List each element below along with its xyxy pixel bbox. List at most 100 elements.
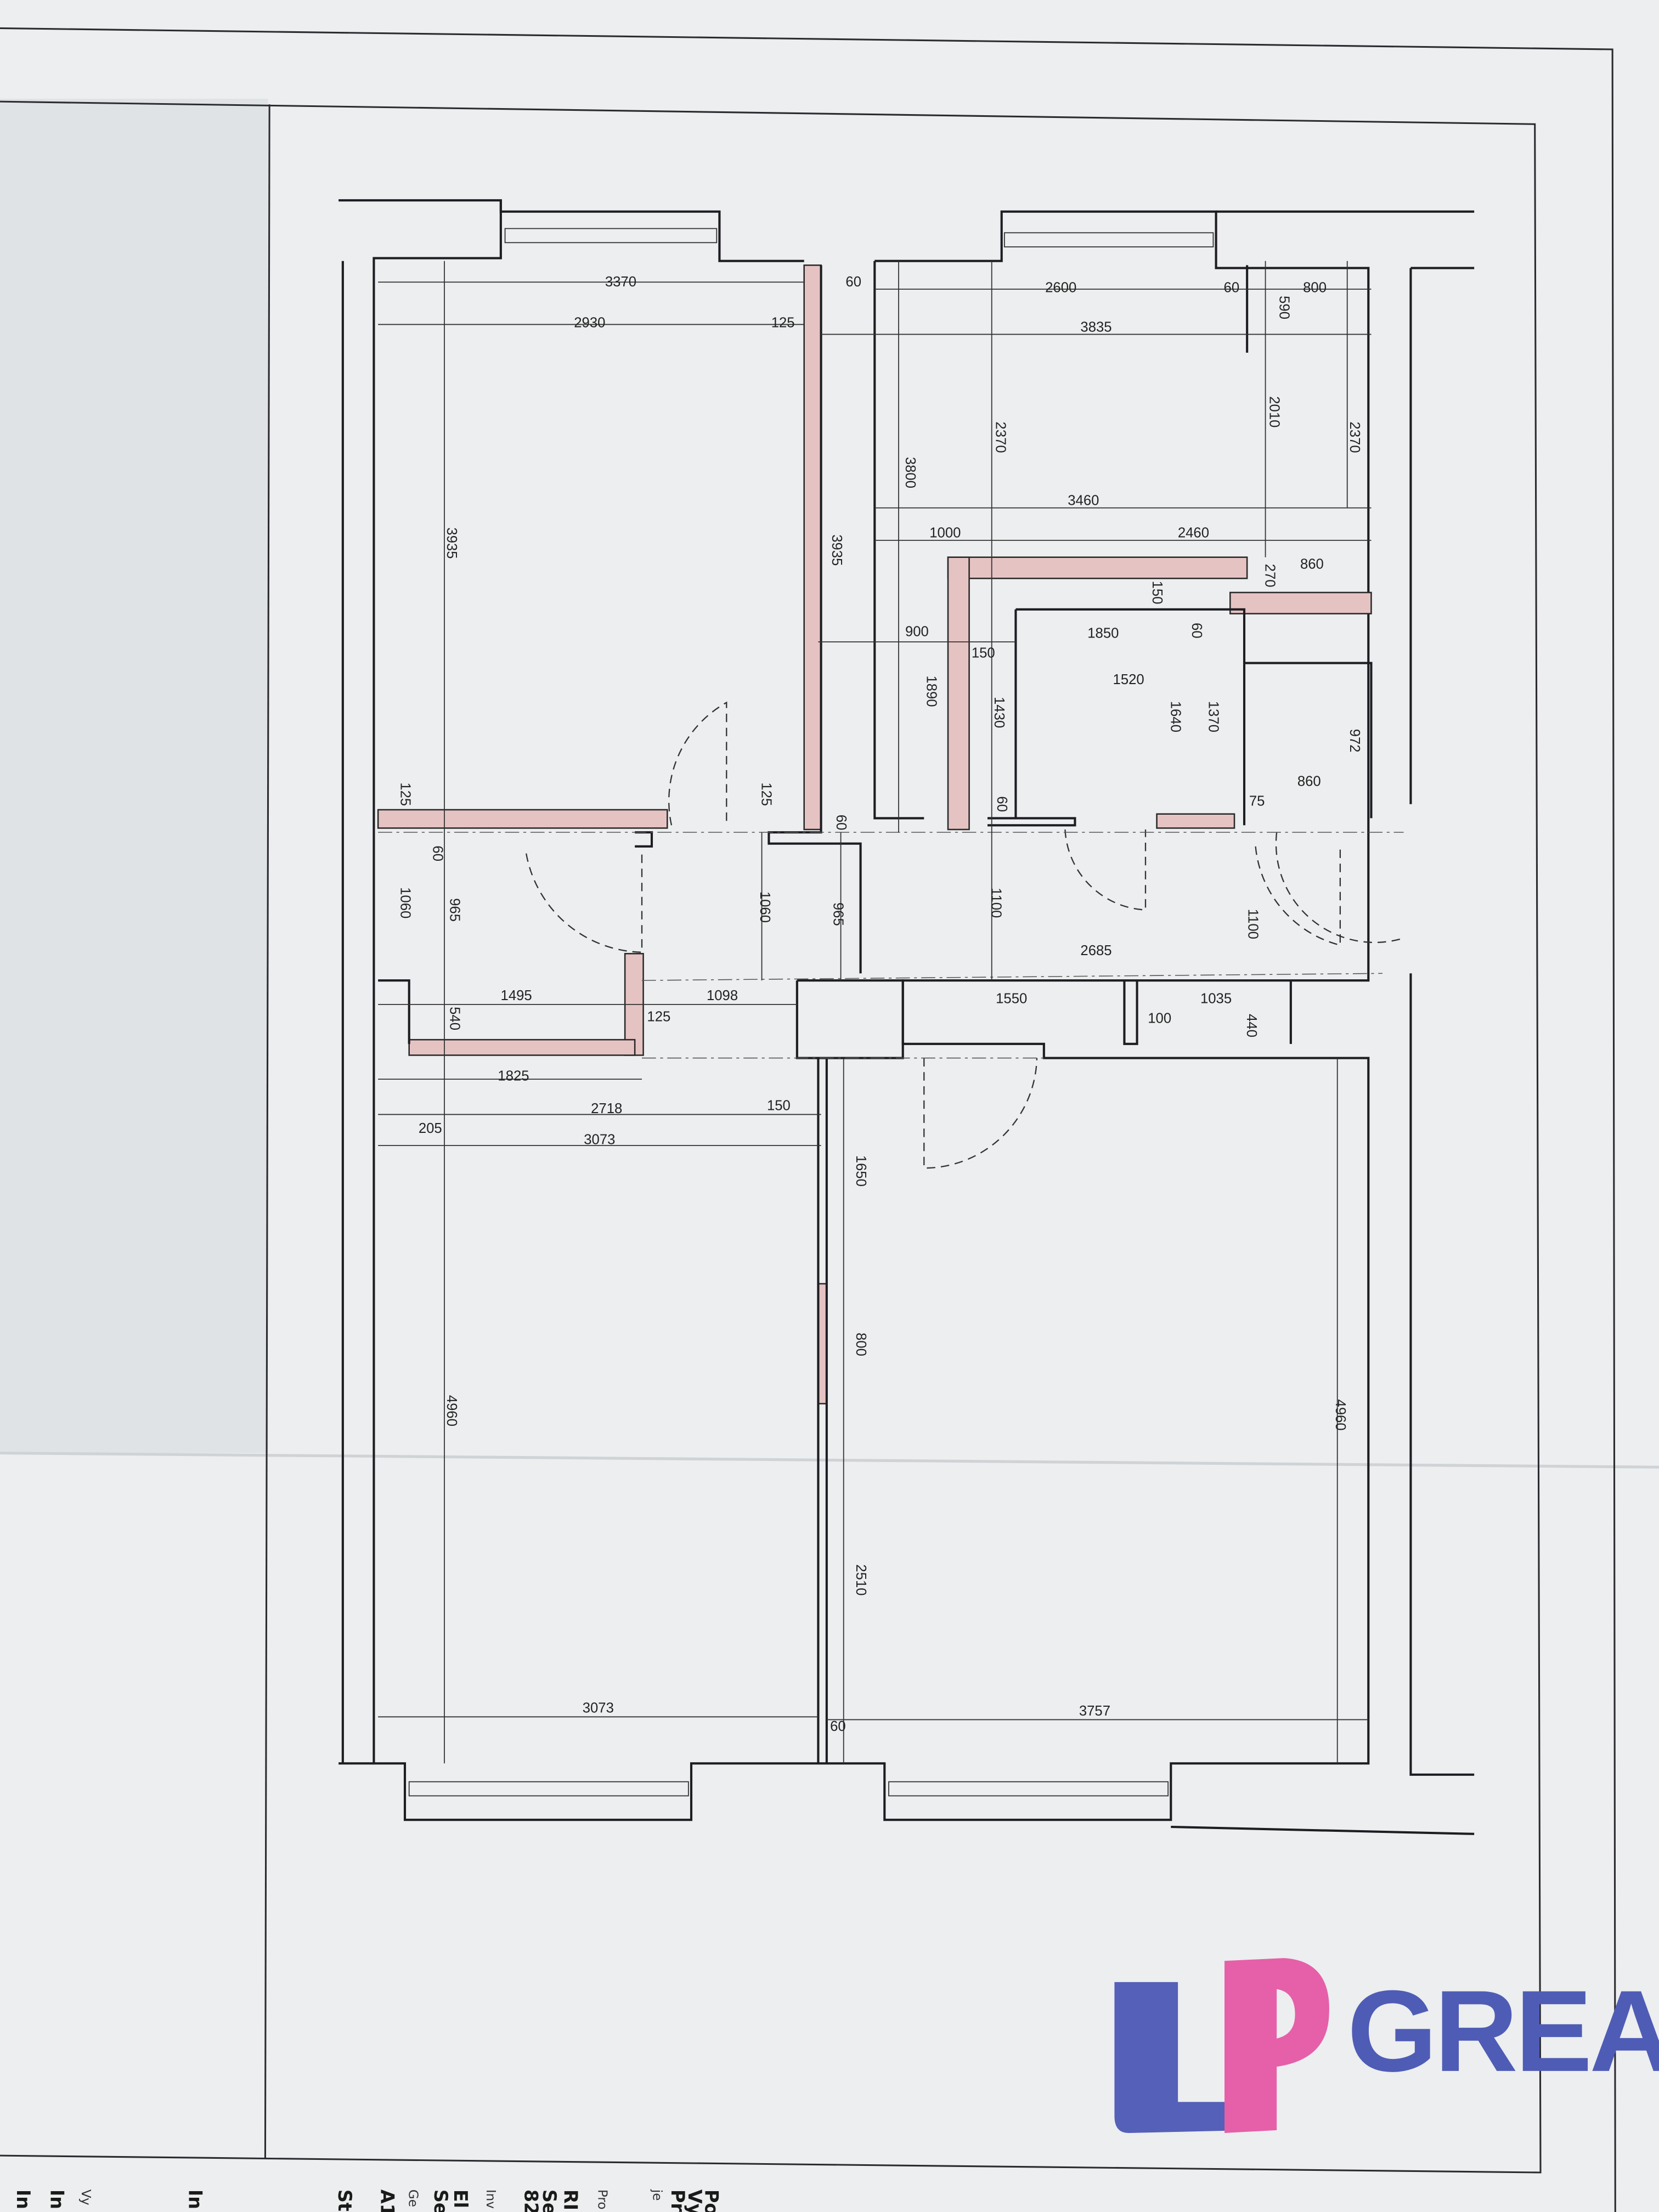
dimension-label: 590 (1276, 296, 1291, 319)
dimension-label: 1000 (929, 526, 961, 541)
dimension-label: 3370 (605, 274, 636, 290)
upgreat-logo: GREAT (1114, 1958, 1659, 2133)
dimension-label: 75 (1249, 793, 1265, 809)
title-block-text: In (185, 2190, 206, 2209)
dimension-label: 1550 (996, 991, 1027, 1006)
dimension-label: 1060 (757, 891, 772, 923)
title-block-text: Po (701, 2190, 723, 2212)
dimension-label: 60 (1224, 280, 1240, 295)
dimension-label: 60 (833, 815, 849, 831)
dimension-label: 1060 (397, 887, 413, 918)
windows (408, 228, 1214, 1797)
dimension-label: 3935 (444, 527, 459, 558)
dimension-label: 1100 (989, 888, 1004, 918)
dimension-label: 1640 (1167, 701, 1183, 732)
dimension-label: 1098 (707, 988, 738, 1003)
dimension-label: 3460 (1068, 493, 1099, 509)
interior-walls (378, 261, 1373, 1764)
dimension-label: 60 (845, 274, 861, 290)
dimension-label: 2718 (591, 1101, 622, 1116)
dimension-label: 125 (647, 1009, 670, 1025)
title-block-text: Pro (595, 2190, 609, 2210)
dimension-label: 2010 (1266, 396, 1282, 427)
title-block-text: je (650, 2189, 664, 2201)
dimension-label: 4960 (444, 1395, 459, 1426)
title-block-text: Ge (406, 2190, 420, 2207)
dimension-label: 60 (830, 1719, 846, 1734)
dimension-label: 2685 (1080, 943, 1111, 958)
paper-fold (0, 1452, 1659, 1469)
dimension-label: 125 (397, 782, 413, 806)
title-block-text: El (450, 2190, 471, 2208)
title-block-text: St (334, 2190, 356, 2211)
dimension-label: 860 (1300, 556, 1324, 572)
door-swings (526, 701, 1404, 1169)
dimension-label: 1850 (1087, 625, 1119, 641)
dimension-label: 1825 (498, 1069, 529, 1084)
title-block-fragments: Po Vy Pr je Pro RI Se 82 Inv El Se Ge A1… (13, 2189, 723, 2212)
dimension-label: 800 (853, 1333, 868, 1356)
dimension-label: 1650 (853, 1155, 868, 1187)
dimension-label: 125 (759, 782, 774, 806)
dimension-label: 965 (447, 898, 462, 922)
title-block-text: In (47, 2190, 68, 2209)
dimension-label: 150 (1149, 581, 1165, 605)
title-block-text: Inv (483, 2190, 498, 2209)
dimension-label: 125 (771, 315, 795, 331)
exterior-walls (338, 199, 1475, 1835)
dimension-label: 150 (972, 645, 995, 661)
dimension-label: 2930 (574, 315, 605, 331)
title-block-text: 82 (521, 2190, 542, 2212)
dimension-label: 1430 (991, 697, 1007, 728)
dimension-label: 60 (430, 845, 445, 861)
dimension-label: 3073 (584, 1132, 615, 1147)
dimension-label: 800 (1303, 280, 1327, 295)
dimension-label: 2600 (1045, 280, 1076, 295)
dimension-label: 2370 (1347, 422, 1362, 453)
logo-text: GREAT (1347, 1966, 1659, 2096)
logo-u-shape (1114, 1961, 1249, 2133)
dimension-label: 3073 (583, 1701, 614, 1716)
dimension-label: 2460 (1178, 526, 1209, 541)
title-block-text: In (13, 2190, 34, 2209)
center-lines (378, 261, 1404, 1764)
dimension-label: 2370 (992, 422, 1008, 453)
title-block-text: Vy (78, 2190, 93, 2205)
dimension-label: 2510 (853, 1564, 868, 1595)
dimension-label: 3935 (829, 534, 844, 566)
dimension-label: 270 (1262, 564, 1278, 588)
dimension-label: 965 (831, 902, 846, 926)
partition-walls (377, 264, 1372, 1404)
dimension-labels-vertical: 590 2010 2370 2370 3800 3935 3935 150 27… (397, 296, 1362, 1595)
dimension-label: 150 (767, 1098, 791, 1114)
title-block-text: Se (430, 2190, 452, 2212)
dimension-label: 3835 (1080, 319, 1111, 335)
title-block-text: Se (539, 2190, 560, 2212)
dimension-label: 4960 (1333, 1400, 1348, 1431)
title-block-text: RI (560, 2190, 582, 2210)
dimension-label: 1100 (1245, 909, 1261, 939)
dimension-label: 440 (1244, 1014, 1259, 1037)
dimension-label: 1370 (1206, 701, 1221, 732)
dimension-label: 1035 (1200, 991, 1232, 1006)
dimension-label: 100 (1148, 1011, 1171, 1026)
title-block-text: Pr (667, 2190, 689, 2212)
dimension-label: 1495 (501, 988, 532, 1003)
title-block-text: Vy (684, 2190, 706, 2212)
dimension-label: 60 (1189, 623, 1204, 639)
title-block-text: A1 (376, 2190, 398, 2212)
dimension-label: 540 (447, 1007, 462, 1030)
paper-shadow (0, 99, 268, 1453)
dimension-label: 205 (419, 1121, 442, 1136)
dimension-label: 900 (905, 624, 929, 640)
dimension-label: 3757 (1079, 1703, 1110, 1719)
dimension-label: 1890 (923, 675, 939, 707)
logo-p-shape (1224, 1958, 1329, 2133)
dimension-label: 60 (994, 796, 1009, 812)
dimension-label: 1520 (1113, 672, 1144, 687)
dimension-label: 972 (1347, 729, 1362, 753)
dimension-labels-horizontal: 3370 2930 125 60 2600 60 800 3835 3460 1… (419, 274, 1327, 1734)
dimension-label: 3800 (902, 457, 918, 488)
